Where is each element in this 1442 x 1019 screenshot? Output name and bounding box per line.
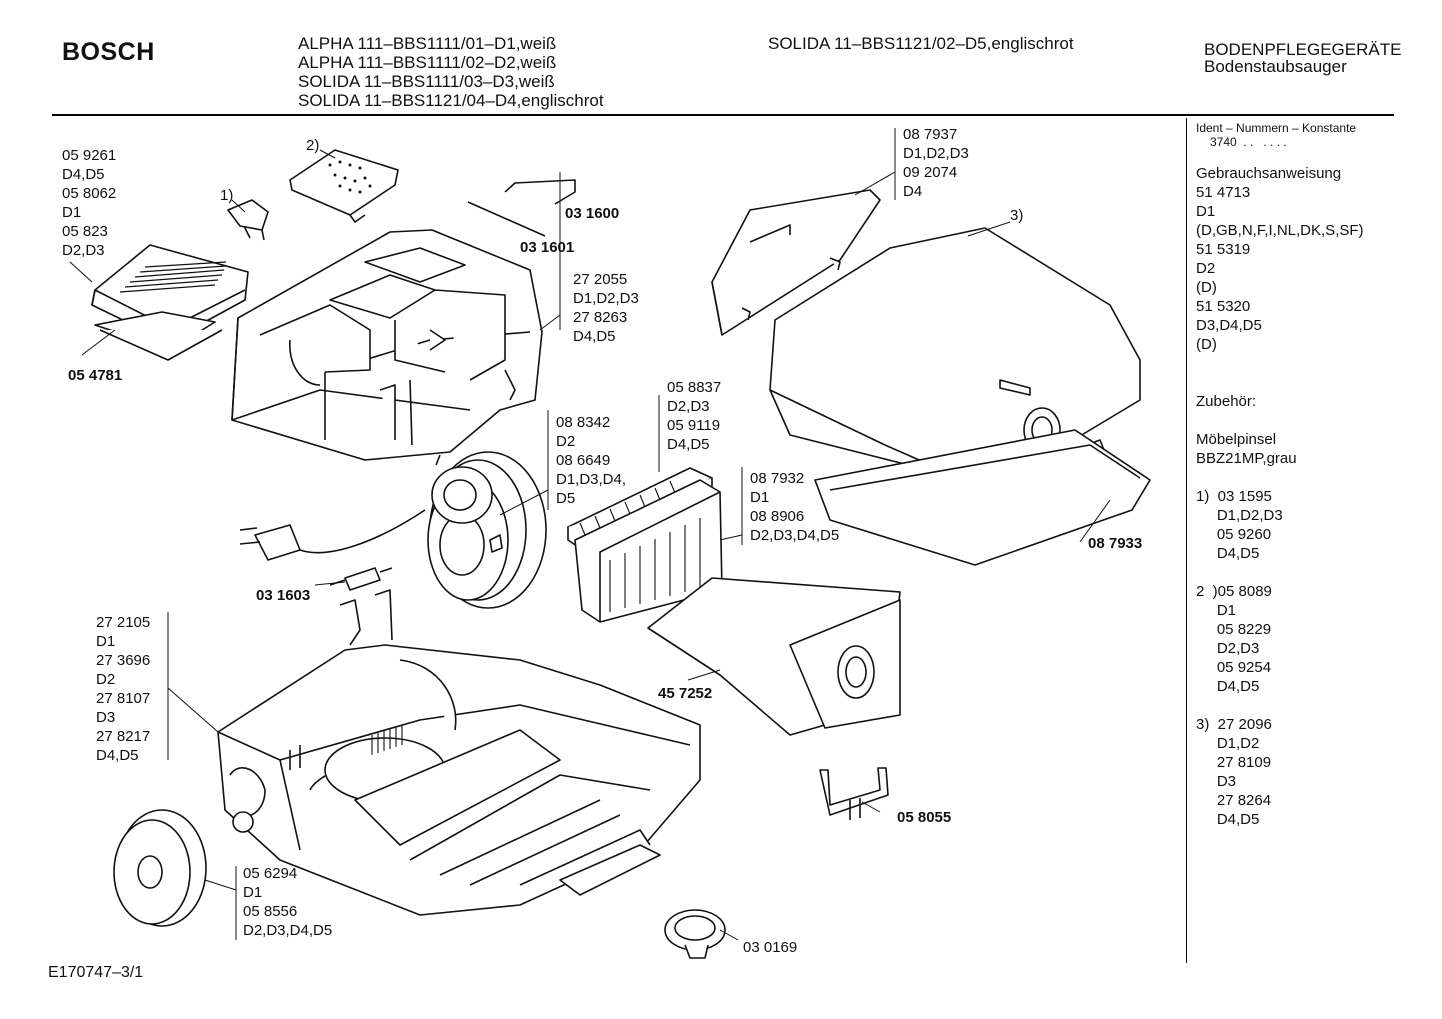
mark-3-label: 3) [1010, 207, 1024, 224]
clip-part [227, 199, 269, 241]
header-rule [52, 114, 1394, 116]
motor-part [427, 451, 547, 609]
brand-logo: BOSCH [62, 38, 155, 66]
wire-bracket-part [504, 179, 576, 205]
wheel-part [113, 809, 207, 927]
dust-bag-part [647, 577, 901, 736]
mark-2-label: 2) [306, 137, 320, 154]
part-054781-label: 05 4781 [68, 367, 123, 384]
wheel-label: 05 6294 D1 05 8556 D2,D3,D4,D5 [243, 865, 333, 939]
bag-holder-part [819, 767, 889, 820]
fuse-part [329, 567, 393, 591]
filter-cover-part [91, 244, 249, 361]
category-subtitle: Bodenstaubsauger [1204, 57, 1347, 76]
sidebar-content: Gebrauchsanweisung 51 4713 D1 (D,GB,N,F,… [1196, 165, 1364, 828]
ident-value: 3740 . . . . . . [1210, 135, 1287, 149]
mark-1-label: 1) [220, 187, 234, 204]
part-030169-label: 03 0169 [743, 939, 798, 956]
motor-label: 08 8342 D2 08 6649 D1,D3,D4, D5 [556, 414, 627, 507]
upper-housing-label: 27 2055 D1,D2,D3 27 8263 D4,D5 [573, 271, 639, 345]
leader-lines [69, 128, 1111, 941]
ident-title: Ident – Nummern – Konstante [1196, 121, 1357, 135]
part-031603-label: 03 1603 [256, 587, 311, 604]
lower-housing-label: 27 2105 D1 27 3696 D2 27 8107 D3 27 8217… [96, 614, 151, 764]
category-title: BODENPFLEGEGERÄTE [1204, 40, 1402, 59]
power-plug-part [239, 524, 301, 561]
filter-lid-part [289, 149, 399, 223]
rod-part [467, 201, 546, 237]
power-cable-part [299, 509, 426, 554]
motor-filter-part [574, 479, 723, 623]
bag-door-part [711, 189, 881, 336]
bag-door-label: 08 7937 D1,D2,D3 09 2074 D4 [903, 126, 969, 200]
part-031600-label: 03 1600 [565, 205, 620, 222]
models-list: ALPHA 111–BBS1111/01–D1,weiß ALPHA 111–B… [298, 34, 604, 110]
upper-housing-part [231, 229, 543, 461]
part-457252-label: 45 7252 [658, 685, 713, 702]
lower-housing-part [217, 589, 701, 916]
filter-cover-label: 05 9261 D4,D5 05 8062 D1 05 823 D2,D3 [62, 147, 117, 259]
filter-grid-label: 05 8837 D2,D3 05 9119 D4,D5 [667, 379, 722, 453]
part-031601-label: 03 1601 [520, 239, 575, 256]
bag-lid-part [769, 227, 1151, 566]
part-087933-label: 08 7933 [1088, 535, 1143, 552]
part-058055-label: 05 8055 [897, 809, 952, 826]
model-d5: SOLIDA 11–BBS1121/02–D5,englischrot [768, 34, 1074, 53]
drawing-code: E170747–3/1 [48, 964, 144, 981]
sidebar-divider [1186, 118, 1187, 963]
caster-part [664, 909, 726, 959]
motor-filter-label: 08 7932 D1 08 8906 D2,D3,D4,D5 [750, 470, 840, 544]
